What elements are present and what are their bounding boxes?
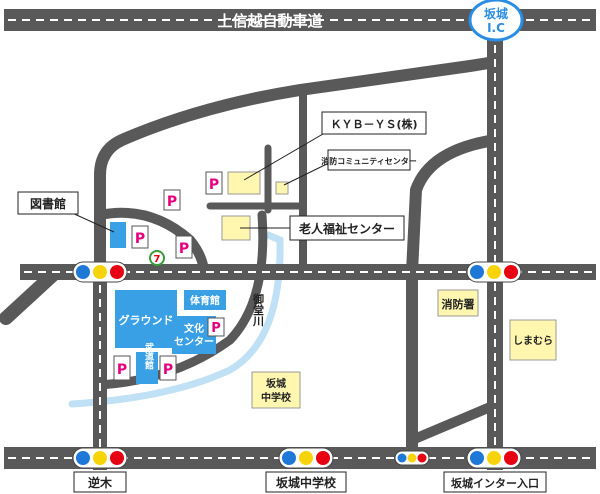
svg-text:坂城中学校: 坂城中学校 bbox=[276, 475, 337, 490]
curved-upper-road bbox=[94, 56, 501, 278]
svg-text:老人福祉センター: 老人福祉センター bbox=[299, 221, 395, 236]
kyb-building bbox=[227, 171, 261, 195]
interchange-marker: 坂城 I.C bbox=[468, 0, 524, 42]
callout-fire-community: 消防コミュニティセンター bbox=[321, 149, 417, 171]
traffic-signal bbox=[278, 447, 334, 469]
budokan-building bbox=[136, 352, 158, 384]
svg-text:消防コミュニティセンター: 消防コミュニティセンター bbox=[321, 156, 417, 166]
traffic-signal bbox=[72, 447, 128, 469]
traffic-signals bbox=[72, 261, 522, 469]
school-label-line2: 中学校 bbox=[261, 391, 292, 404]
callout-library: 図書館 bbox=[17, 191, 79, 215]
gym-building bbox=[184, 290, 226, 310]
svg-text:P: P bbox=[211, 321, 221, 336]
callout-lines bbox=[69, 126, 336, 233]
diagonal-bottom-road bbox=[407, 400, 500, 445]
svg-text:P: P bbox=[179, 241, 189, 257]
road-centerlines bbox=[8, 19, 592, 459]
river-label: 御堂川 bbox=[252, 292, 266, 326]
library-building bbox=[110, 222, 126, 248]
ground-area bbox=[115, 290, 177, 348]
fire-station-road bbox=[406, 134, 501, 461]
svg-text:7: 7 bbox=[154, 254, 161, 265]
convenience-store-marker: 7 bbox=[149, 250, 165, 266]
culture-label-line1: 文化 bbox=[184, 322, 204, 335]
svg-text:P: P bbox=[167, 194, 177, 210]
highway-label: 上信越自動車道 bbox=[217, 12, 322, 30]
shimamura-building bbox=[509, 319, 557, 361]
parking-sign: P bbox=[163, 189, 181, 211]
parking-sign: P bbox=[113, 355, 131, 381]
traffic-signal bbox=[466, 447, 522, 469]
traffic-signal bbox=[466, 261, 522, 283]
svg-text:P: P bbox=[209, 177, 219, 193]
parking-sign: P bbox=[175, 235, 193, 259]
svg-text:P: P bbox=[135, 231, 145, 247]
ic-label-line1: 坂城 bbox=[484, 6, 508, 21]
left-diagonal-road bbox=[0, 265, 63, 325]
parking-sign: P bbox=[205, 171, 223, 195]
gym-label: 体育館 bbox=[190, 294, 220, 307]
callout-elderly-center: 老人福祉センター bbox=[289, 215, 405, 241]
svg-text:逆木: 逆木 bbox=[88, 475, 113, 490]
river bbox=[68, 231, 284, 408]
school-label-line1: 坂城 bbox=[266, 377, 286, 390]
svg-text:坂城インター入口: 坂城インター入口 bbox=[451, 476, 539, 490]
traffic-signal bbox=[72, 261, 128, 283]
intersection-label-school: 坂城中学校 bbox=[265, 471, 347, 493]
ic-label-line2: I.C bbox=[487, 21, 505, 35]
fire-station-building bbox=[437, 289, 479, 317]
svg-text:P: P bbox=[117, 362, 127, 378]
culture-label-line2: センター bbox=[174, 336, 214, 348]
parking-signs: P P P P P P P bbox=[113, 171, 225, 381]
svg-text:P: P bbox=[163, 362, 173, 378]
callout-kyb: ＫＹＢ－ＹＳ(株) bbox=[321, 111, 427, 135]
traffic-signal-small bbox=[394, 450, 430, 466]
school-building bbox=[251, 371, 301, 409]
fire-station-label: 消防署 bbox=[442, 297, 475, 311]
budokan-label: 武道館 bbox=[143, 341, 155, 370]
parking-sign: P bbox=[159, 355, 177, 381]
parking-sign: P bbox=[207, 317, 225, 337]
ground-label: グラウンド bbox=[119, 313, 174, 327]
intersection-label-sakaki: 逆木 bbox=[73, 471, 127, 493]
shimamura-label: しまむら bbox=[513, 335, 553, 347]
parking-sign: P bbox=[131, 225, 149, 249]
svg-text:ＫＹＢ－ＹＳ(株): ＫＹＢ－ＹＳ(株) bbox=[330, 117, 417, 131]
intersection-label-ic-entrance: 坂城インター入口 bbox=[443, 471, 547, 493]
svg-text:図書館: 図書館 bbox=[30, 196, 66, 211]
